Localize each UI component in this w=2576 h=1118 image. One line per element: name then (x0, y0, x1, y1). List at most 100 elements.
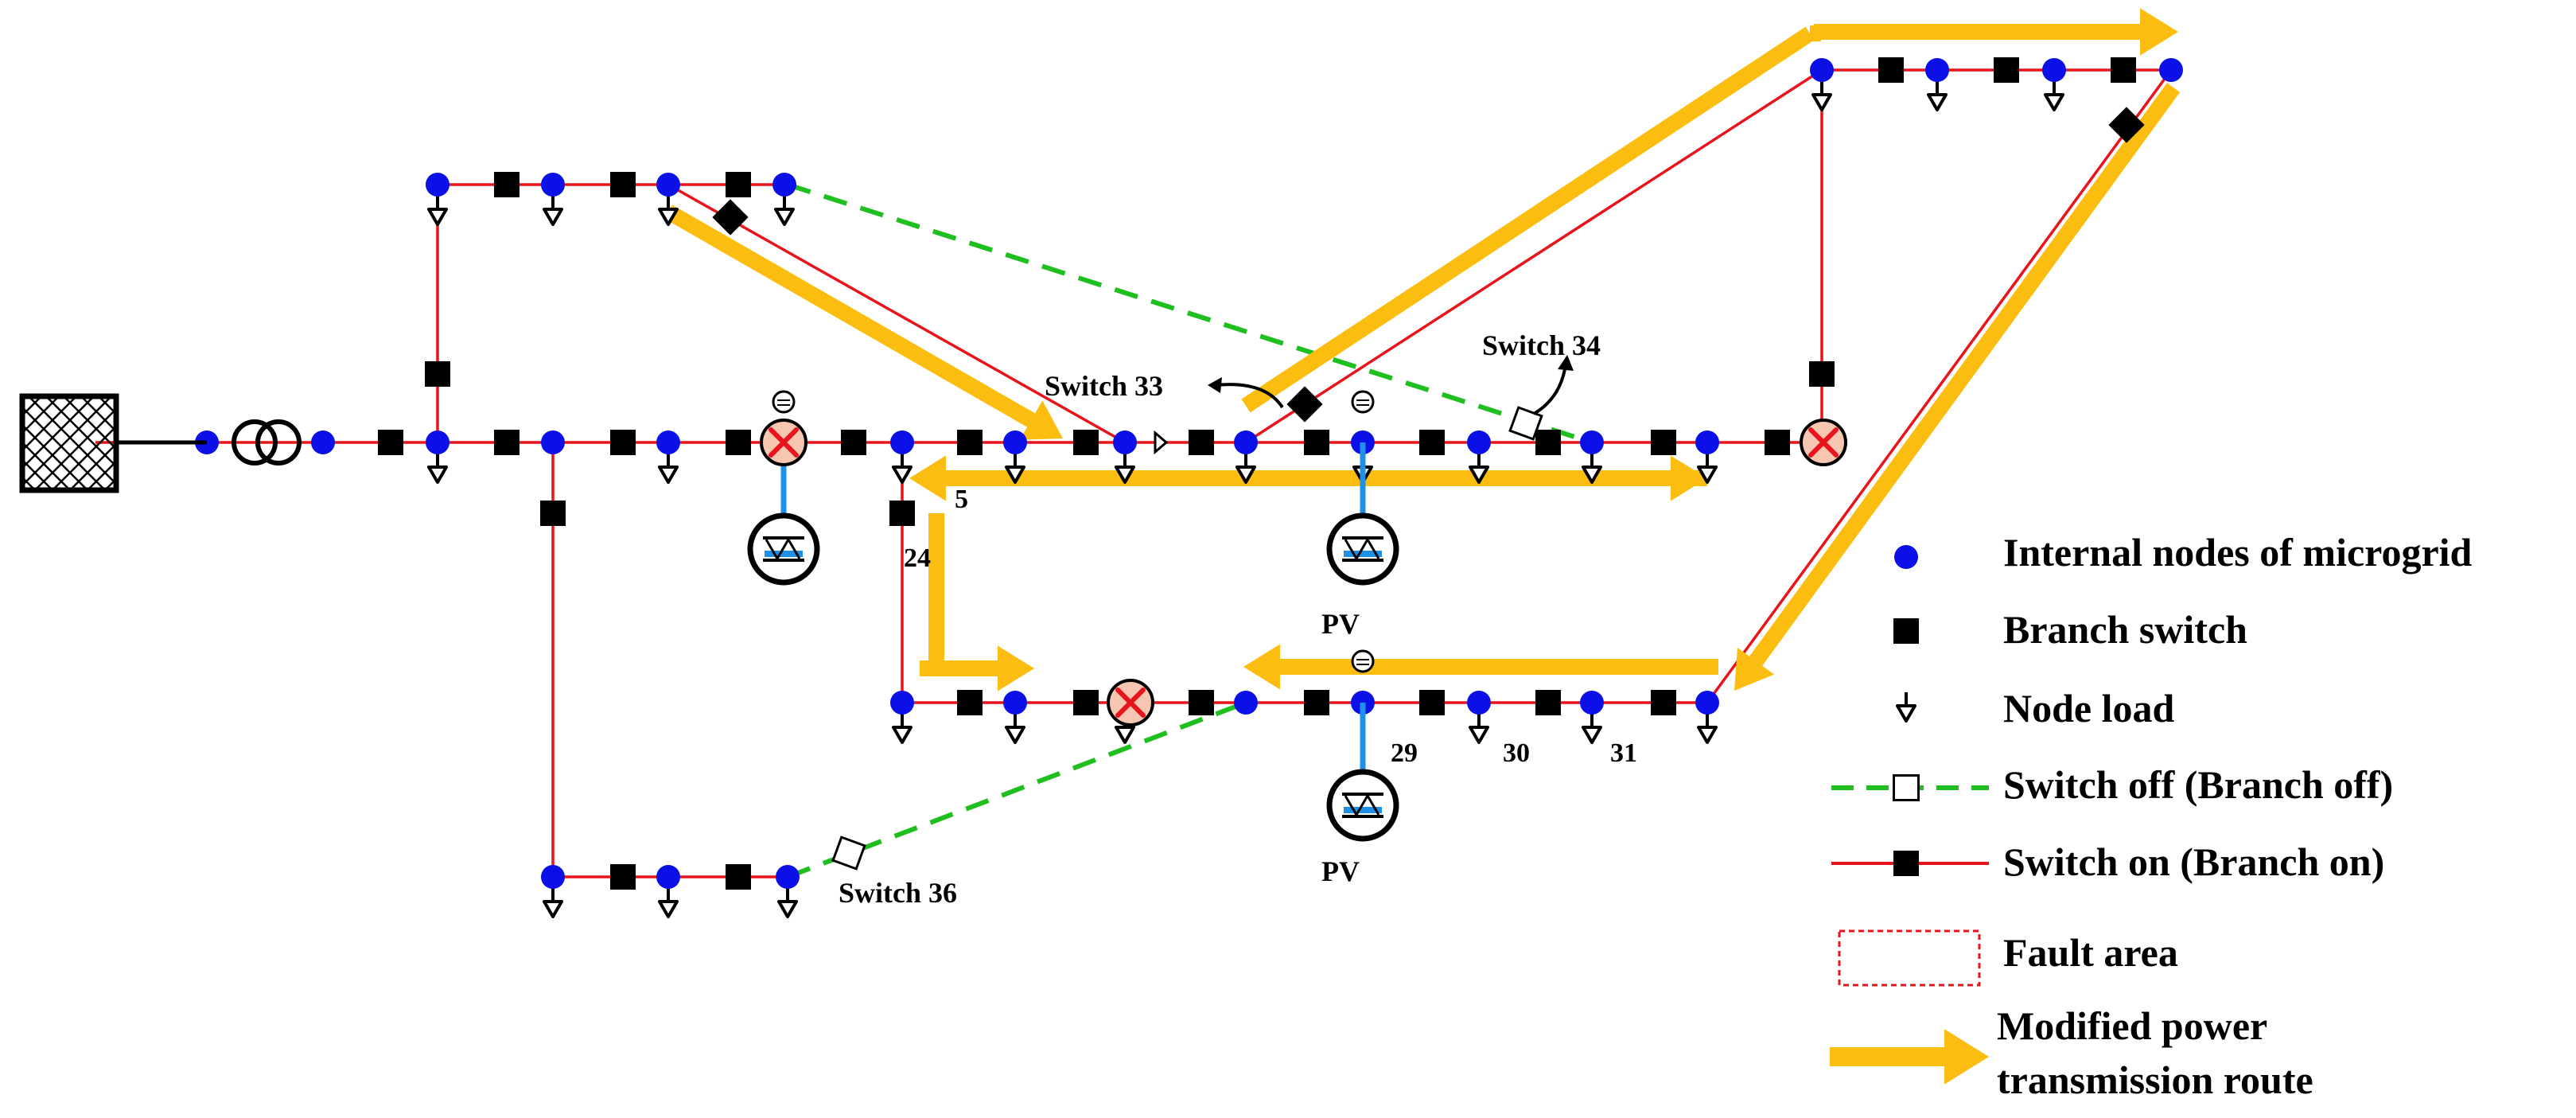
load-arrow-icon (543, 888, 563, 918)
square-switch-icon (957, 430, 983, 455)
node-circle-icon (426, 430, 449, 454)
square-switch-icon (1189, 430, 1214, 455)
grid-box (19, 393, 119, 493)
load-arrowhead (1582, 726, 1602, 744)
node-circle-icon (541, 865, 565, 889)
square-switch-icon (2111, 57, 2136, 83)
node-circle-icon (1113, 430, 1137, 454)
route-arrowhead (1944, 1029, 1989, 1085)
route-arrowhead (998, 645, 1034, 691)
node-circle-icon (1695, 430, 1719, 454)
route-arrowhead (2140, 8, 2178, 56)
load-arrow-icon (1927, 81, 1948, 111)
route-arrowhead (1243, 644, 1280, 690)
pv-zigzag (1344, 537, 1380, 561)
load-arrow-icon (1235, 454, 1256, 484)
load-arrowhead (1469, 466, 1489, 484)
square-switch-icon (378, 430, 403, 455)
node-circle-icon (1925, 58, 1949, 82)
legend-route-line1: Modified power (1997, 1003, 2267, 1048)
load-arrowhead (543, 208, 563, 226)
switch-34-label: Switch 34 (1482, 329, 1601, 361)
square-switch-icon (841, 430, 866, 455)
square-switch-icon (889, 501, 915, 526)
square-switch-icon (610, 864, 636, 890)
pv-label: PV (1321, 855, 1360, 887)
node-circle-icon (1003, 430, 1027, 454)
node-circle-icon (776, 865, 800, 889)
pv-generator-icon (747, 512, 820, 586)
legend-route-line2: transmission route (1997, 1058, 2313, 1102)
load-arrowhead (774, 208, 795, 226)
load-arrowhead (892, 466, 912, 484)
node-circle-icon (1580, 691, 1604, 715)
square-switch-icon (726, 172, 751, 197)
load-arrowhead (777, 900, 798, 918)
route-shaft (1749, 83, 2181, 666)
switch-36-label: Switch 36 (839, 877, 957, 909)
square-switch-icon (1893, 618, 1919, 644)
load-arrow-icon (774, 196, 795, 226)
node-circle-icon (1234, 430, 1258, 454)
square-switch-icon (610, 172, 636, 197)
square-switch-icon (1809, 361, 1835, 387)
load-arrowhead (1469, 726, 1489, 744)
route-arrowhead (1734, 648, 1775, 691)
route-arrowhead (1671, 455, 1707, 501)
load-arrowhead (1582, 466, 1602, 484)
load-arrow-icon (1469, 454, 1489, 484)
square-switch-icon (1893, 851, 1919, 876)
square-switch-icon (494, 172, 519, 197)
small-circle (772, 390, 796, 414)
square-switch-icon (1535, 430, 1561, 455)
load-arrow-icon (658, 888, 679, 918)
load-arrow-icon (1469, 714, 1489, 744)
load-arrowhead (1235, 466, 1256, 484)
square-switch-icon (1189, 690, 1214, 715)
square-switch-icon (957, 690, 983, 715)
load-arrow-icon (1582, 454, 1602, 484)
load-arrow-icon (658, 454, 679, 484)
node-29-label: 29 (1391, 738, 1418, 768)
square-switch-icon (712, 199, 749, 236)
node-circle-icon (426, 173, 449, 197)
legend-fault-area: Fault area (2003, 930, 2178, 975)
load-arrow-icon (777, 888, 798, 918)
upper-diagonal-line (1245, 68, 1823, 444)
square-switch-icon (610, 430, 636, 455)
load-arrow-icon (892, 454, 912, 484)
load-arrow-icon (1697, 714, 1718, 744)
switch-33-label: Switch 33 (1045, 370, 1163, 402)
load-arrowhead (1811, 93, 1832, 111)
load-arrow-icon (1811, 81, 1832, 111)
square-switch-icon (1419, 690, 1445, 715)
load-arrowhead (1697, 726, 1718, 744)
node-circle-icon (656, 430, 680, 454)
fault-x-icon (760, 419, 807, 466)
fault-area-box (1838, 929, 1981, 987)
square-switch-icon (425, 361, 450, 387)
load-arrowhead (1115, 726, 1135, 744)
load-arrowhead (658, 466, 679, 484)
node-circle-icon (656, 173, 680, 197)
load-arrow-icon (1115, 454, 1135, 484)
square-switch-icon (1765, 430, 1790, 455)
square-switch-icon (1419, 430, 1445, 455)
load-arrow-icon (543, 196, 563, 226)
legend-switch-on: Switch on (Branch on) (2003, 839, 2384, 884)
node-circle-icon (541, 173, 565, 197)
pv-zigzag (765, 537, 801, 561)
square-switch-icon (1651, 690, 1676, 715)
diagonal-tie-line (667, 183, 1126, 444)
node-circle-icon (1467, 430, 1491, 454)
square-switch-icon (726, 864, 751, 890)
small-generator-icon (1351, 390, 1375, 414)
square-switch-icon (1535, 690, 1561, 715)
load-arrowhead (1896, 704, 1916, 723)
load-arrowhead (658, 900, 679, 918)
pv-generator-icon (1326, 512, 1399, 586)
grid-source-icon (19, 393, 119, 493)
load-arrow-icon (1896, 692, 1916, 723)
node-circle-icon (311, 430, 335, 454)
load-arrow-icon (1697, 454, 1718, 484)
